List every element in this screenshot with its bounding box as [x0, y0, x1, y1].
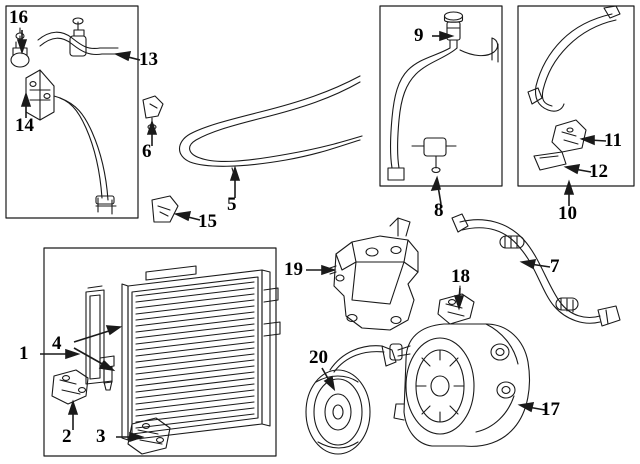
part-10-suction-hose: [527, 5, 621, 171]
callout-16: 16: [9, 7, 28, 28]
part-19-bracket: [329, 217, 419, 331]
callout-13: 13: [139, 49, 158, 70]
callout-9: 9: [414, 25, 424, 46]
part-18-spacer: [437, 285, 475, 325]
callout-3: 3: [96, 426, 106, 447]
part-17-compressor: [389, 323, 531, 447]
callout-1: 1: [19, 343, 29, 364]
callout-4: 4: [52, 333, 62, 354]
part-8-liquid-line: [387, 11, 499, 181]
callout-2: 2: [62, 426, 72, 447]
part-7-discharge-hose: [451, 213, 621, 327]
callout-17: 17: [541, 399, 560, 420]
callout-6: 6: [142, 141, 152, 162]
callout-5: 5: [227, 194, 237, 215]
callout-20: 20: [309, 347, 328, 368]
callout-leaders: [16, 30, 607, 443]
callout-7: 7: [550, 256, 560, 277]
part-1-condenser: [51, 265, 281, 455]
callout-8: 8: [434, 200, 444, 221]
callout-10: 10: [558, 203, 577, 224]
callout-11: 11: [604, 130, 622, 151]
group-boxes: [5, 5, 635, 457]
callout-18: 18: [451, 266, 470, 287]
part-5-suction-tube: [142, 75, 363, 223]
callout-14: 14: [15, 115, 34, 136]
callout-12: 12: [589, 161, 608, 182]
callout-19: 19: [284, 259, 303, 280]
part-13-14-16-assembly: [10, 17, 119, 215]
part-20-clutch-pulley: [305, 345, 397, 455]
callout-15: 15: [198, 211, 217, 232]
